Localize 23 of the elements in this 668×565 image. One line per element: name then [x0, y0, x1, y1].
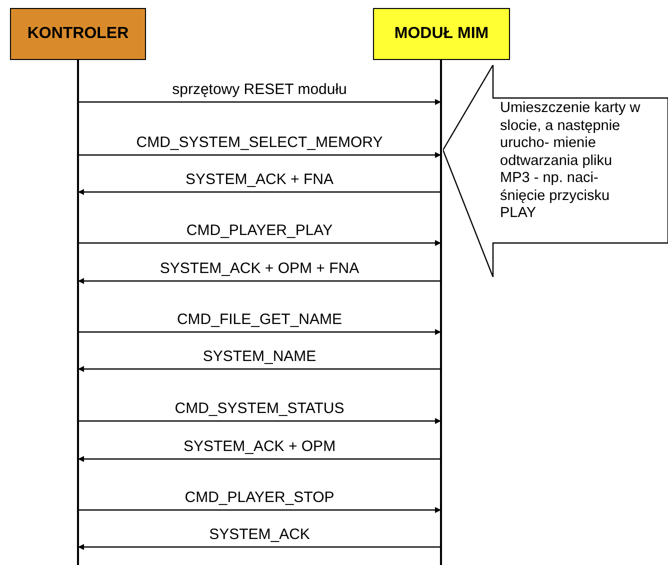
message-label: CMD_SYSTEM_SELECT_MEMORY: [134, 134, 385, 151]
message-label: CMD_PLAYER_STOP: [182, 489, 336, 506]
message-arrow: [78, 99, 441, 105]
message-label: SYSTEM_ACK + FNA: [184, 171, 336, 188]
message-label: SYSTEM_ACK + OPM + FNA: [158, 260, 362, 277]
message-arrow: [78, 152, 441, 158]
message-arrow: [78, 456, 441, 462]
message-label: SYSTEM_NAME: [200, 348, 318, 365]
message-arrow: [78, 544, 441, 550]
message-label: CMD_FILE_GET_NAME: [174, 311, 344, 328]
message-label: sprzętowy RESET modułu: [170, 81, 349, 98]
message-arrow: [78, 329, 441, 335]
message-arrow: [78, 240, 441, 246]
message-arrow: [78, 507, 441, 513]
message-arrow: [78, 278, 441, 284]
message-label: CMD_PLAYER_PLAY: [184, 222, 335, 239]
callout-arrow: [443, 65, 668, 277]
message-arrow: [78, 418, 441, 424]
message-arrow: [78, 366, 441, 372]
message-label: CMD_SYSTEM_STATUS: [172, 400, 346, 417]
message-label: SYSTEM_ACK: [207, 526, 312, 543]
callout-text: Umieszczenie karty w slocie, a następnie urucho- mienie odtwarzania pliku MP3 - np. naci- śnięcie przycisku PLAY: [500, 100, 642, 222]
message-arrow: [78, 189, 441, 195]
